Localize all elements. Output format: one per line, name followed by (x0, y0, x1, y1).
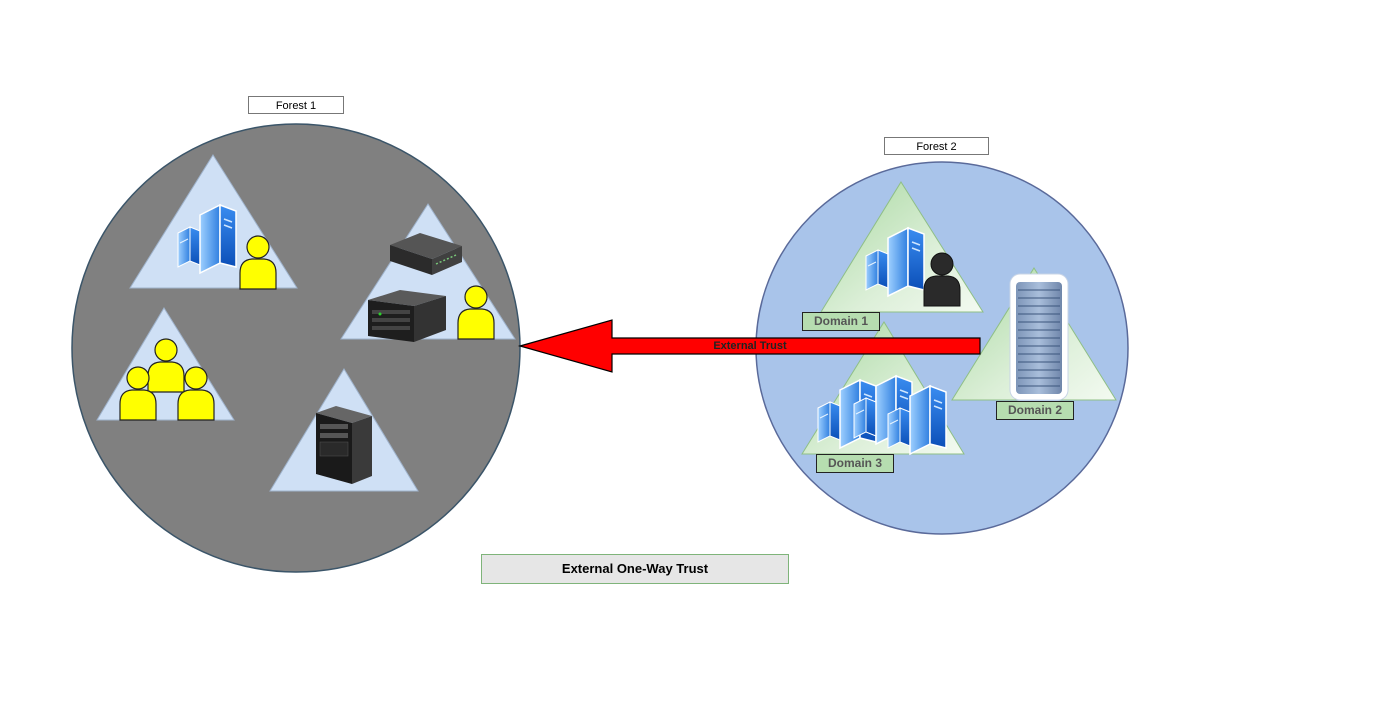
forest-1-domain-d (269, 368, 419, 492)
forest-1-label: Forest 1 (248, 96, 344, 114)
router-icon (390, 233, 462, 275)
domain-2-label: Domain 2 (996, 401, 1074, 420)
rack-server-icon (368, 290, 446, 342)
diagram-caption: External One-Way Trust (481, 554, 789, 584)
server-rack-icon (1009, 273, 1069, 401)
tower-server-icon (316, 406, 372, 484)
forest-1-domain-b (340, 203, 516, 342)
forest-1-domain-a (129, 154, 298, 290)
forest-1-circle (71, 123, 521, 573)
forest-1-domain-c (96, 307, 235, 421)
forest-1 (71, 123, 521, 573)
forest-2-domain-1 (820, 181, 984, 313)
forest-2-label: Forest 2 (884, 137, 989, 155)
domain-3-label: Domain 3 (816, 454, 894, 473)
external-trust-label: External Trust (713, 340, 787, 352)
forest-2-domain-2 (951, 267, 1117, 401)
external-trust-arrow (517, 319, 981, 373)
domain-1-label: Domain 1 (802, 312, 880, 331)
